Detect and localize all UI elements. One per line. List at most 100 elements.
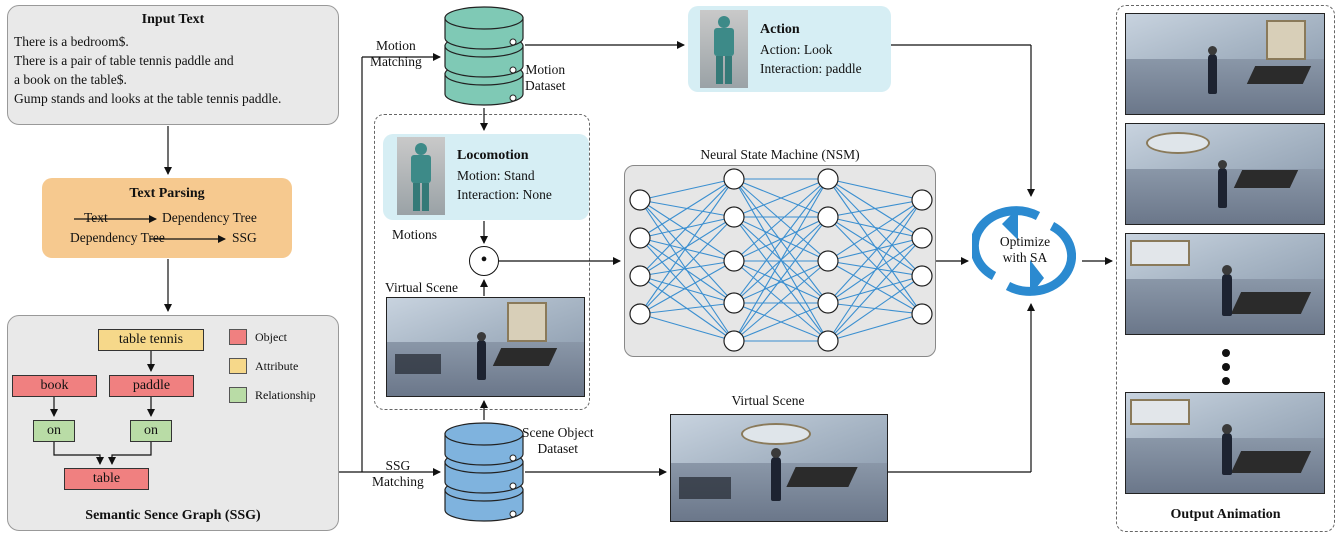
action-title: Action bbox=[760, 22, 800, 37]
virtual-scene-right-image bbox=[670, 414, 888, 522]
nsm-edge bbox=[827, 199, 923, 304]
nsm-edge bbox=[827, 260, 923, 277]
locomotion-title: Locomotion bbox=[457, 148, 529, 163]
nsm-edge bbox=[639, 275, 735, 304]
nsm-edge bbox=[639, 237, 735, 304]
input-text-panel: Input Text There is a bedroom$. There is… bbox=[7, 5, 339, 125]
locomotion-group bbox=[374, 114, 590, 410]
nsm-edge bbox=[639, 199, 735, 262]
nsm-edge bbox=[639, 199, 735, 304]
output-ellipsis-dot-3 bbox=[1222, 377, 1230, 385]
legend-attribute-label: Attribute bbox=[255, 359, 299, 373]
nsm-edge bbox=[827, 199, 923, 218]
parse-row1-from: Text bbox=[84, 210, 108, 225]
nsm-neuron bbox=[911, 265, 933, 287]
nsm-edge bbox=[639, 178, 735, 277]
nsm-edge bbox=[639, 178, 735, 239]
nsm-edge bbox=[827, 237, 923, 262]
optimize-sa-label: Optimize with SA bbox=[999, 234, 1051, 265]
virtual-scene-left-image bbox=[386, 297, 585, 397]
output-animation-title: Output Animation bbox=[1170, 507, 1281, 522]
locomotion-interaction: Interaction: None bbox=[457, 187, 552, 202]
nsm-neuron bbox=[817, 250, 839, 272]
nsm-edge bbox=[639, 178, 735, 201]
ssg-node-table: table bbox=[64, 468, 149, 490]
legend-attribute-swatch bbox=[229, 358, 247, 374]
nsm-edge bbox=[733, 260, 829, 304]
nsm-neuron bbox=[817, 292, 839, 314]
nsm-neuron bbox=[629, 265, 651, 287]
input-text-line-4: Gump stands and looks at the table tenni… bbox=[14, 91, 282, 106]
action-interaction: Interaction: paddle bbox=[760, 61, 862, 76]
output-frame-2 bbox=[1125, 123, 1325, 225]
nsm-neuron bbox=[911, 303, 933, 325]
nsm-edge bbox=[827, 216, 923, 315]
nsm-neuron bbox=[629, 189, 651, 211]
scene-object-dataset-icon bbox=[444, 422, 524, 522]
nsm-edge bbox=[733, 216, 829, 262]
nsm-edge bbox=[733, 302, 829, 342]
legend-object-label: Object bbox=[255, 330, 287, 344]
nsm-neuron bbox=[723, 292, 745, 314]
nsm-edge bbox=[733, 178, 829, 262]
locomotion-motion: Motion: Stand bbox=[457, 168, 535, 183]
nsm-edge bbox=[639, 216, 735, 315]
nsm-edge bbox=[827, 260, 923, 315]
nsm-neuron bbox=[723, 330, 745, 352]
output-animation-group bbox=[1116, 5, 1335, 532]
input-text-line-1: There is a bedroom$. bbox=[14, 34, 129, 49]
nsm-edge bbox=[733, 216, 829, 342]
action-motion: Action: Look bbox=[760, 42, 833, 57]
output-ellipsis-dot-2 bbox=[1222, 363, 1230, 371]
parse-row2-from: Dependency Tree bbox=[70, 230, 165, 245]
nsm-title: Neural State Machine (NSM) bbox=[700, 147, 860, 162]
parse-row1-to: Dependency Tree bbox=[162, 210, 257, 225]
ssg-node-table-tennis: table tennis bbox=[98, 329, 204, 351]
nsm-edge bbox=[639, 237, 735, 262]
ssg-matching-label: SSG Matching bbox=[372, 458, 424, 489]
locomotion-info-panel: Locomotion Motion: Stand Interaction: No… bbox=[383, 134, 589, 220]
nsm-edge bbox=[827, 199, 923, 342]
nsm-neuron bbox=[723, 250, 745, 272]
nsm-edge bbox=[639, 313, 735, 342]
legend-object-swatch bbox=[229, 329, 247, 345]
nsm-edge bbox=[827, 216, 923, 277]
nsm-neuron bbox=[817, 168, 839, 190]
legend-relationship-label: Relationship bbox=[255, 388, 316, 402]
input-text-line-3: a book on the table$. bbox=[14, 72, 127, 87]
nsm-edge bbox=[639, 260, 735, 315]
action-character-image bbox=[700, 10, 748, 88]
nsm-neuron bbox=[629, 227, 651, 249]
nsm-edge bbox=[733, 178, 829, 342]
nsm-edge bbox=[827, 178, 923, 201]
nsm-neuron bbox=[723, 206, 745, 228]
nsm-edge bbox=[639, 302, 735, 315]
nsm-edge bbox=[827, 216, 923, 239]
nsm-neuron bbox=[723, 168, 745, 190]
output-frame-1 bbox=[1125, 13, 1325, 115]
input-text-line-2: There is a pair of table tennis paddle a… bbox=[14, 53, 234, 68]
nsm-edge bbox=[827, 199, 923, 262]
input-text-title: Input Text bbox=[141, 12, 205, 27]
nsm-neuron bbox=[817, 330, 839, 352]
nsm-edge bbox=[827, 313, 923, 342]
virtual-scene-left-label: Virtual Scene bbox=[385, 280, 459, 295]
ssg-node-on-2: on bbox=[130, 420, 172, 442]
motion-matching-label: Motion Matching bbox=[370, 38, 422, 69]
motions-label: Motions bbox=[392, 227, 438, 242]
output-ellipsis-dot-1 bbox=[1222, 349, 1230, 357]
ssg-node-paddle: paddle bbox=[109, 375, 194, 397]
legend-relationship-swatch bbox=[229, 387, 247, 403]
nsm-edge bbox=[827, 237, 923, 342]
motion-dataset-label: Motion Dataset bbox=[525, 62, 566, 93]
nsm-neuron bbox=[629, 303, 651, 325]
nsm-neuron bbox=[911, 227, 933, 249]
nsm-edge bbox=[733, 260, 829, 342]
ssg-node-book: book bbox=[12, 375, 97, 397]
text-parsing-panel: Text Parsing Text Dependency Tree Depend… bbox=[42, 178, 292, 258]
optimize-sa-arrows bbox=[972, 206, 1076, 296]
text-parsing-title: Text Parsing bbox=[129, 186, 205, 201]
nsm-neuron bbox=[911, 189, 933, 211]
dot-product-operator: • bbox=[469, 246, 499, 276]
